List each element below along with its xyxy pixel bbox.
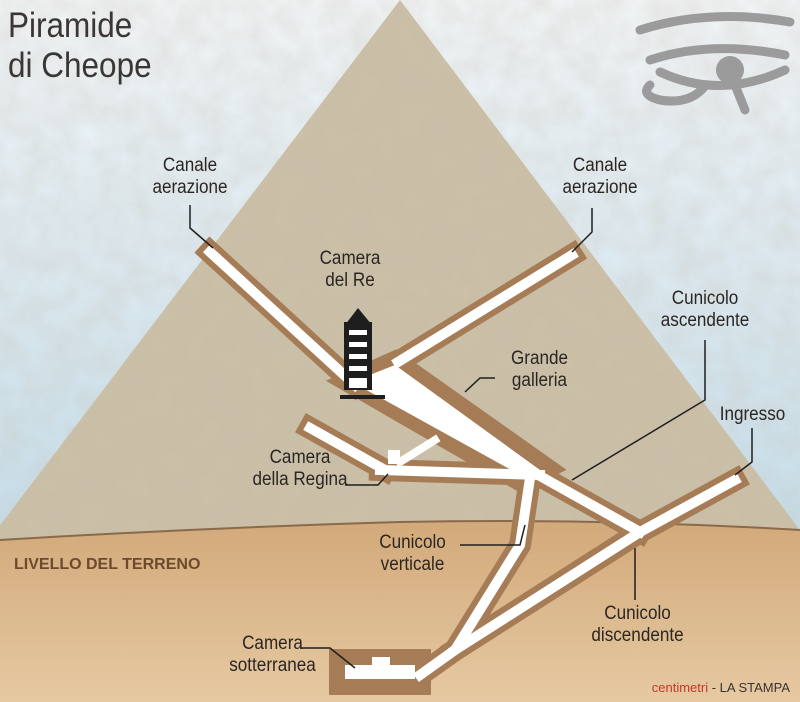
label-entrance: Ingresso (710, 404, 796, 426)
label-line: galleria (511, 370, 568, 391)
label-line: discendente (591, 625, 684, 646)
stone-texture (0, 0, 800, 550)
label-line: del Re (325, 270, 375, 291)
label-line: aerazione (562, 177, 638, 198)
label-line: Camera (319, 248, 381, 269)
label-line: Cunicolo (604, 603, 671, 624)
credit: centimetri - LA STAMPA (652, 680, 790, 695)
label-line: Canale (572, 155, 628, 176)
label-line: aerazione (152, 177, 228, 198)
passages (194, 236, 750, 695)
label-line: Grande (510, 348, 569, 369)
label-line: Canale (162, 155, 218, 176)
kings-chamber-icon (340, 308, 385, 399)
label-line: verticale (380, 554, 445, 575)
label-line: ascendente (660, 310, 750, 331)
label-line: Cunicolo (379, 532, 446, 553)
eye-of-horus-icon (635, 12, 795, 115)
leader-lines (189, 205, 753, 669)
title-line-2: di Cheope (8, 46, 152, 85)
label-line: Camera (242, 633, 303, 654)
credit-source: - LA STAMPA (708, 680, 790, 695)
label-line: della Regina (252, 469, 348, 490)
label-line: Ingresso (719, 404, 786, 425)
title-line-1: Piramide (8, 6, 133, 45)
label-line: Cunicolo (671, 288, 739, 309)
page-title: Piramide di Cheope (8, 6, 152, 86)
credit-brand: centimetri (651, 680, 709, 695)
ground-level-label: LIVELLO DEL TERRENO (14, 556, 201, 573)
label-line: Camera (269, 447, 331, 468)
label-line: sotterranea (229, 655, 316, 676)
